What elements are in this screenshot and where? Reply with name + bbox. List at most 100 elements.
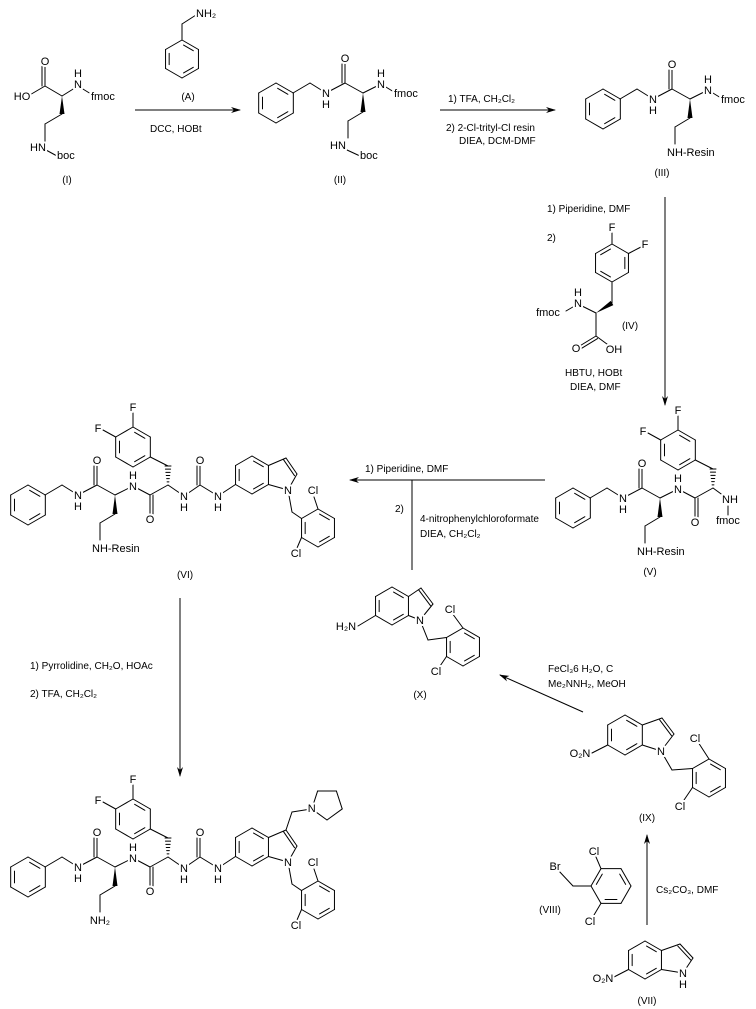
bond <box>591 744 609 754</box>
atom-n: N <box>619 493 627 505</box>
bond <box>27 484 46 496</box>
atom-h: H <box>214 874 222 886</box>
bond <box>646 945 657 953</box>
compound-label-ii: (II) <box>334 175 346 186</box>
bond <box>277 87 289 95</box>
atom-br: Br <box>550 861 561 873</box>
bond <box>590 868 602 887</box>
bond <box>167 856 185 869</box>
bond <box>325 82 346 94</box>
atom-f: F <box>95 423 102 435</box>
bond <box>555 487 574 499</box>
bond <box>301 508 319 519</box>
amine-group: NH₂ <box>90 915 110 927</box>
resin-group: NH-Resin <box>637 546 685 558</box>
bond <box>380 83 395 93</box>
atom-cl: Cl <box>431 666 441 678</box>
bond <box>604 93 616 101</box>
bond <box>557 869 574 887</box>
bond <box>10 484 29 496</box>
bond <box>357 615 376 627</box>
bond <box>671 768 693 771</box>
bond <box>165 68 183 79</box>
compound-label-a: (A) <box>181 92 194 103</box>
bond <box>619 873 627 885</box>
bond <box>217 856 236 869</box>
bond <box>275 82 294 94</box>
bond <box>268 856 289 863</box>
bond <box>301 909 319 920</box>
bond <box>595 856 602 870</box>
bond <box>555 517 574 529</box>
reagent-step2-tfa: 1) TFA, CH₂Cl₂ <box>448 94 515 105</box>
bond <box>620 868 632 887</box>
atom-h: H <box>214 502 222 514</box>
atom-n: N <box>574 298 582 310</box>
atom-cl: Cl <box>291 548 301 560</box>
bond <box>10 514 29 526</box>
bond <box>679 943 694 959</box>
atom-n: N <box>74 79 82 91</box>
bond <box>199 856 219 869</box>
bond <box>253 482 264 490</box>
bond <box>660 733 675 752</box>
amine-group: NH₂ <box>196 8 216 20</box>
bond <box>391 586 409 597</box>
atom-h: H <box>180 502 188 514</box>
bond <box>660 429 679 441</box>
bond <box>659 719 673 737</box>
bond <box>27 514 46 526</box>
atom-cl: Cl <box>585 916 595 928</box>
compound-label-v: (V) <box>643 567 656 578</box>
boc-group: boc <box>360 150 378 162</box>
bond <box>595 243 613 254</box>
atom-o: O <box>93 827 102 839</box>
bond <box>375 615 393 626</box>
bond <box>708 787 726 798</box>
bond <box>694 459 714 470</box>
atom-h: H <box>574 287 582 299</box>
bond <box>253 460 264 468</box>
bond <box>235 455 253 466</box>
atom-f: F <box>130 402 137 414</box>
bond <box>681 787 693 804</box>
atom-n: N <box>674 484 682 496</box>
bond <box>607 714 626 726</box>
bond <box>451 612 464 629</box>
reagent-step3-hbtu: HBTU, HOBt <box>565 368 622 379</box>
resin-group: NH-Resin <box>92 543 140 555</box>
bond <box>44 85 63 97</box>
atom-n: N <box>129 481 137 493</box>
bond <box>462 656 480 667</box>
bond <box>132 857 151 868</box>
atom-h: H <box>74 501 82 513</box>
atom-hn: HN <box>30 142 46 154</box>
bond <box>613 969 629 978</box>
bond <box>464 654 475 662</box>
reagent-step4-2: 2) <box>395 504 404 515</box>
bond <box>183 44 194 52</box>
bond <box>641 717 663 726</box>
atom-cl: Cl <box>291 920 301 932</box>
bond <box>577 303 597 314</box>
bond <box>183 66 194 74</box>
bond <box>29 861 41 869</box>
bond <box>251 484 269 495</box>
bond <box>585 88 604 100</box>
bond <box>347 111 364 122</box>
bond <box>29 489 41 497</box>
atom-h: H <box>74 68 82 80</box>
atom-n: N <box>377 79 385 91</box>
bond <box>115 456 134 468</box>
reagent-step3-diea: DIEA, DMF <box>570 382 621 393</box>
wedge-bond <box>596 300 614 313</box>
wedge-bond <box>112 495 118 514</box>
amine-group: H₂N <box>336 621 356 633</box>
atom-h: H <box>180 874 188 886</box>
bond <box>362 83 382 94</box>
bond <box>697 741 710 760</box>
atom-o: O <box>691 517 700 529</box>
bond <box>644 969 662 980</box>
compound-labels: (A) (I) (II) (III) (IV) (V) (VI) (VII) (… <box>62 92 669 1007</box>
